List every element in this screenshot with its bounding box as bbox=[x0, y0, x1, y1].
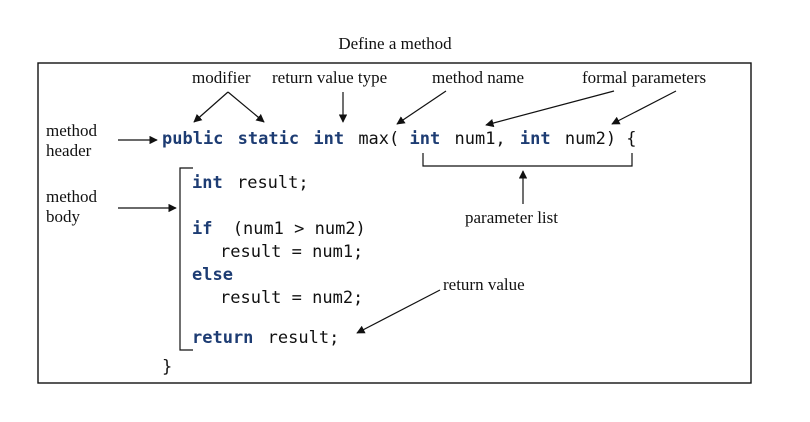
code-max: max( bbox=[358, 129, 399, 149]
label-modifier: modifier bbox=[192, 68, 251, 87]
code-if: if bbox=[192, 219, 212, 239]
code-int-param2: int bbox=[520, 129, 551, 149]
code-int-return: int bbox=[313, 129, 344, 149]
arrow-method-name-to-max bbox=[396, 90, 447, 125]
diagram-title: Define a method bbox=[338, 34, 452, 53]
code-line-assign-num1: result = num1; bbox=[220, 242, 363, 262]
code-num1: num1, bbox=[454, 129, 505, 149]
label-method-header-line2: header bbox=[46, 141, 92, 160]
method-body-bracket bbox=[179, 167, 193, 351]
label-method-body-line1: method bbox=[46, 187, 97, 206]
method-header-code: public static int max( int num1, int num… bbox=[162, 129, 637, 149]
label-method-body-line2: body bbox=[46, 207, 81, 226]
code-line-if: if (num1 > num2) bbox=[192, 219, 366, 239]
label-method-name: method name bbox=[432, 68, 524, 87]
arrow-return-value bbox=[356, 289, 441, 334]
code-static: static bbox=[238, 129, 299, 149]
label-return-value: return value bbox=[443, 275, 525, 294]
diagram-frame bbox=[37, 62, 752, 384]
code-result-decl: result; bbox=[237, 173, 309, 193]
code-closing-brace: } bbox=[162, 357, 172, 377]
label-parameter-list: parameter list bbox=[465, 208, 558, 227]
arrow-formal-params-to-num2 bbox=[611, 90, 677, 125]
code-line-declare: int result; bbox=[192, 173, 309, 193]
code-return: return bbox=[192, 328, 253, 348]
code-if-condition: (num1 > num2) bbox=[233, 219, 366, 239]
code-public: public bbox=[162, 129, 223, 149]
label-formal-parameters: formal parameters bbox=[582, 68, 706, 87]
arrow-modifier-to-public bbox=[193, 91, 229, 123]
code-line-return: return result; bbox=[192, 328, 339, 348]
label-method-header-line1: method bbox=[46, 121, 97, 140]
arrow-formal-params-to-num1 bbox=[485, 90, 615, 128]
code-line-assign-num2: result = num2; bbox=[220, 288, 363, 308]
code-line-else: else bbox=[192, 265, 233, 285]
code-int-param1: int bbox=[410, 129, 441, 149]
code-int-result: int bbox=[192, 173, 223, 193]
code-return-value: result; bbox=[268, 328, 340, 348]
code-num2: num2) { bbox=[565, 129, 637, 149]
arrow-modifier-to-static bbox=[227, 91, 265, 123]
label-return-value-type: return value type bbox=[272, 68, 387, 87]
parameter-list-bracket bbox=[422, 153, 633, 167]
